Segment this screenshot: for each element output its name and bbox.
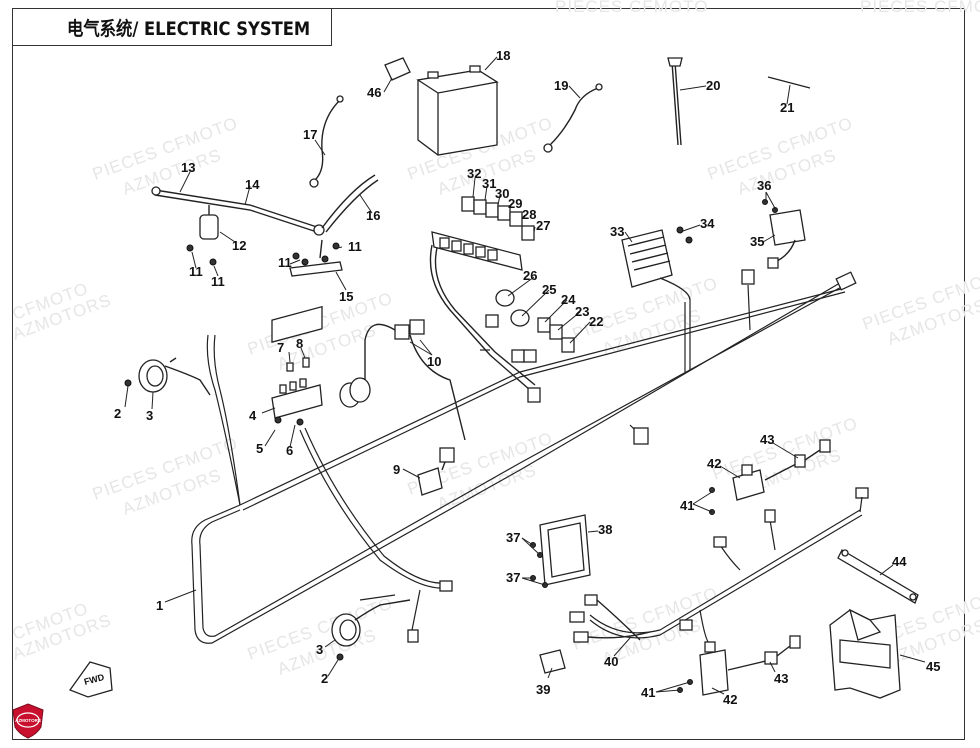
callout-11: 11 [278, 255, 292, 270]
watermark-text: PIECES CFMOTO [860, 0, 980, 16]
callout-numbers: 1 2 3 2 3 4 5 6 7 8 9 10 11 11 11 11 12 … [114, 48, 940, 707]
callout-13: 13 [181, 160, 195, 175]
watermark-text: PIECES CFMOTO [555, 0, 708, 16]
callout-26: 26 [523, 268, 537, 283]
callout-2: 2 [114, 406, 121, 421]
diagram-title: 电气系统/ ELECTRIC SYSTEM [67, 17, 311, 40]
callout-27: 27 [536, 218, 550, 233]
callout-23: 23 [575, 304, 589, 319]
callout-41: 41 [641, 685, 655, 700]
callout-7: 7 [277, 340, 284, 355]
callout-43: 43 [774, 671, 788, 686]
relay-9 [417, 447, 455, 496]
callout-4: 4 [249, 408, 257, 423]
callout-11: 11 [348, 239, 362, 254]
callout-45: 45 [926, 659, 940, 674]
callout-42: 42 [707, 456, 721, 471]
sensor-35 [762, 199, 806, 269]
callout-40: 40 [604, 654, 618, 669]
callout-8: 8 [296, 336, 303, 351]
leader-lines [124, 56, 926, 695]
callout-37: 37 [506, 530, 520, 545]
fuse-box [271, 305, 323, 426]
callout-42: 42 [723, 692, 737, 707]
callout-2: 2 [321, 671, 328, 686]
callout-3: 3 [146, 408, 153, 423]
callout-11: 11 [211, 274, 225, 289]
horn-lower [331, 599, 411, 661]
holder-45 [829, 608, 901, 699]
callout-36: 36 [757, 178, 771, 193]
callout-1: 1 [156, 598, 163, 613]
callout-31: 31 [482, 176, 496, 191]
callout-30: 30 [495, 186, 509, 201]
relay-bank [429, 196, 575, 403]
callout-41: 41 [680, 498, 694, 513]
logo-text: AZMOTORS [15, 718, 41, 723]
horn-upper [124, 357, 211, 396]
callout-28: 28 [522, 207, 536, 222]
title-box: 电气系统/ ELECTRIC SYSTEM [12, 8, 332, 46]
sensor-42-upper [709, 439, 831, 515]
component-39 [539, 649, 566, 674]
callout-46: 46 [367, 85, 381, 100]
azmotors-logo: AZMOTORS [12, 703, 44, 739]
rear-harness-40 [569, 487, 869, 646]
callout-38: 38 [598, 522, 612, 537]
callout-34: 34 [700, 216, 715, 231]
callout-39: 39 [536, 682, 550, 697]
sensor-42-lower [677, 635, 801, 696]
battery-label-46 [384, 57, 411, 81]
callout-6: 6 [286, 443, 293, 458]
callout-32: 32 [467, 166, 481, 181]
callout-33: 33 [610, 224, 624, 239]
callout-20: 20 [706, 78, 720, 93]
callout-16: 16 [366, 208, 380, 223]
battery-cable-19 [543, 83, 603, 153]
callout-17: 17 [303, 127, 317, 142]
callout-5: 5 [256, 441, 263, 456]
callout-11: 11 [189, 264, 203, 279]
callout-14: 14 [245, 177, 260, 192]
battery-18 [416, 65, 499, 156]
cable-tie-20 [667, 57, 683, 146]
callout-19: 19 [554, 78, 568, 93]
callout-25: 25 [542, 282, 556, 297]
forward-arrow: FWD [68, 661, 113, 698]
callout-22: 22 [589, 314, 603, 329]
callout-24: 24 [561, 292, 576, 307]
callout-10: 10 [427, 354, 441, 369]
callout-21: 21 [780, 100, 794, 115]
callout-15: 15 [339, 289, 353, 304]
callout-3: 3 [316, 642, 323, 657]
pin-21 [767, 76, 811, 89]
callout-37: 37 [506, 570, 520, 585]
callout-12: 12 [232, 238, 246, 253]
diagram-frame [12, 8, 965, 740]
callout-9: 9 [393, 462, 400, 477]
voltage-regulator-33 [621, 226, 693, 301]
bracket-44 [837, 549, 919, 604]
callout-44: 44 [892, 554, 907, 569]
starter-cables [151, 174, 379, 277]
callout-43: 43 [760, 432, 774, 447]
main-wiring-harness [191, 269, 857, 644]
ecu-38 [530, 514, 591, 588]
callout-35: 35 [750, 234, 764, 249]
connector-group-10 [339, 319, 466, 441]
callout-18: 18 [496, 48, 510, 63]
callout-29: 29 [508, 196, 522, 211]
